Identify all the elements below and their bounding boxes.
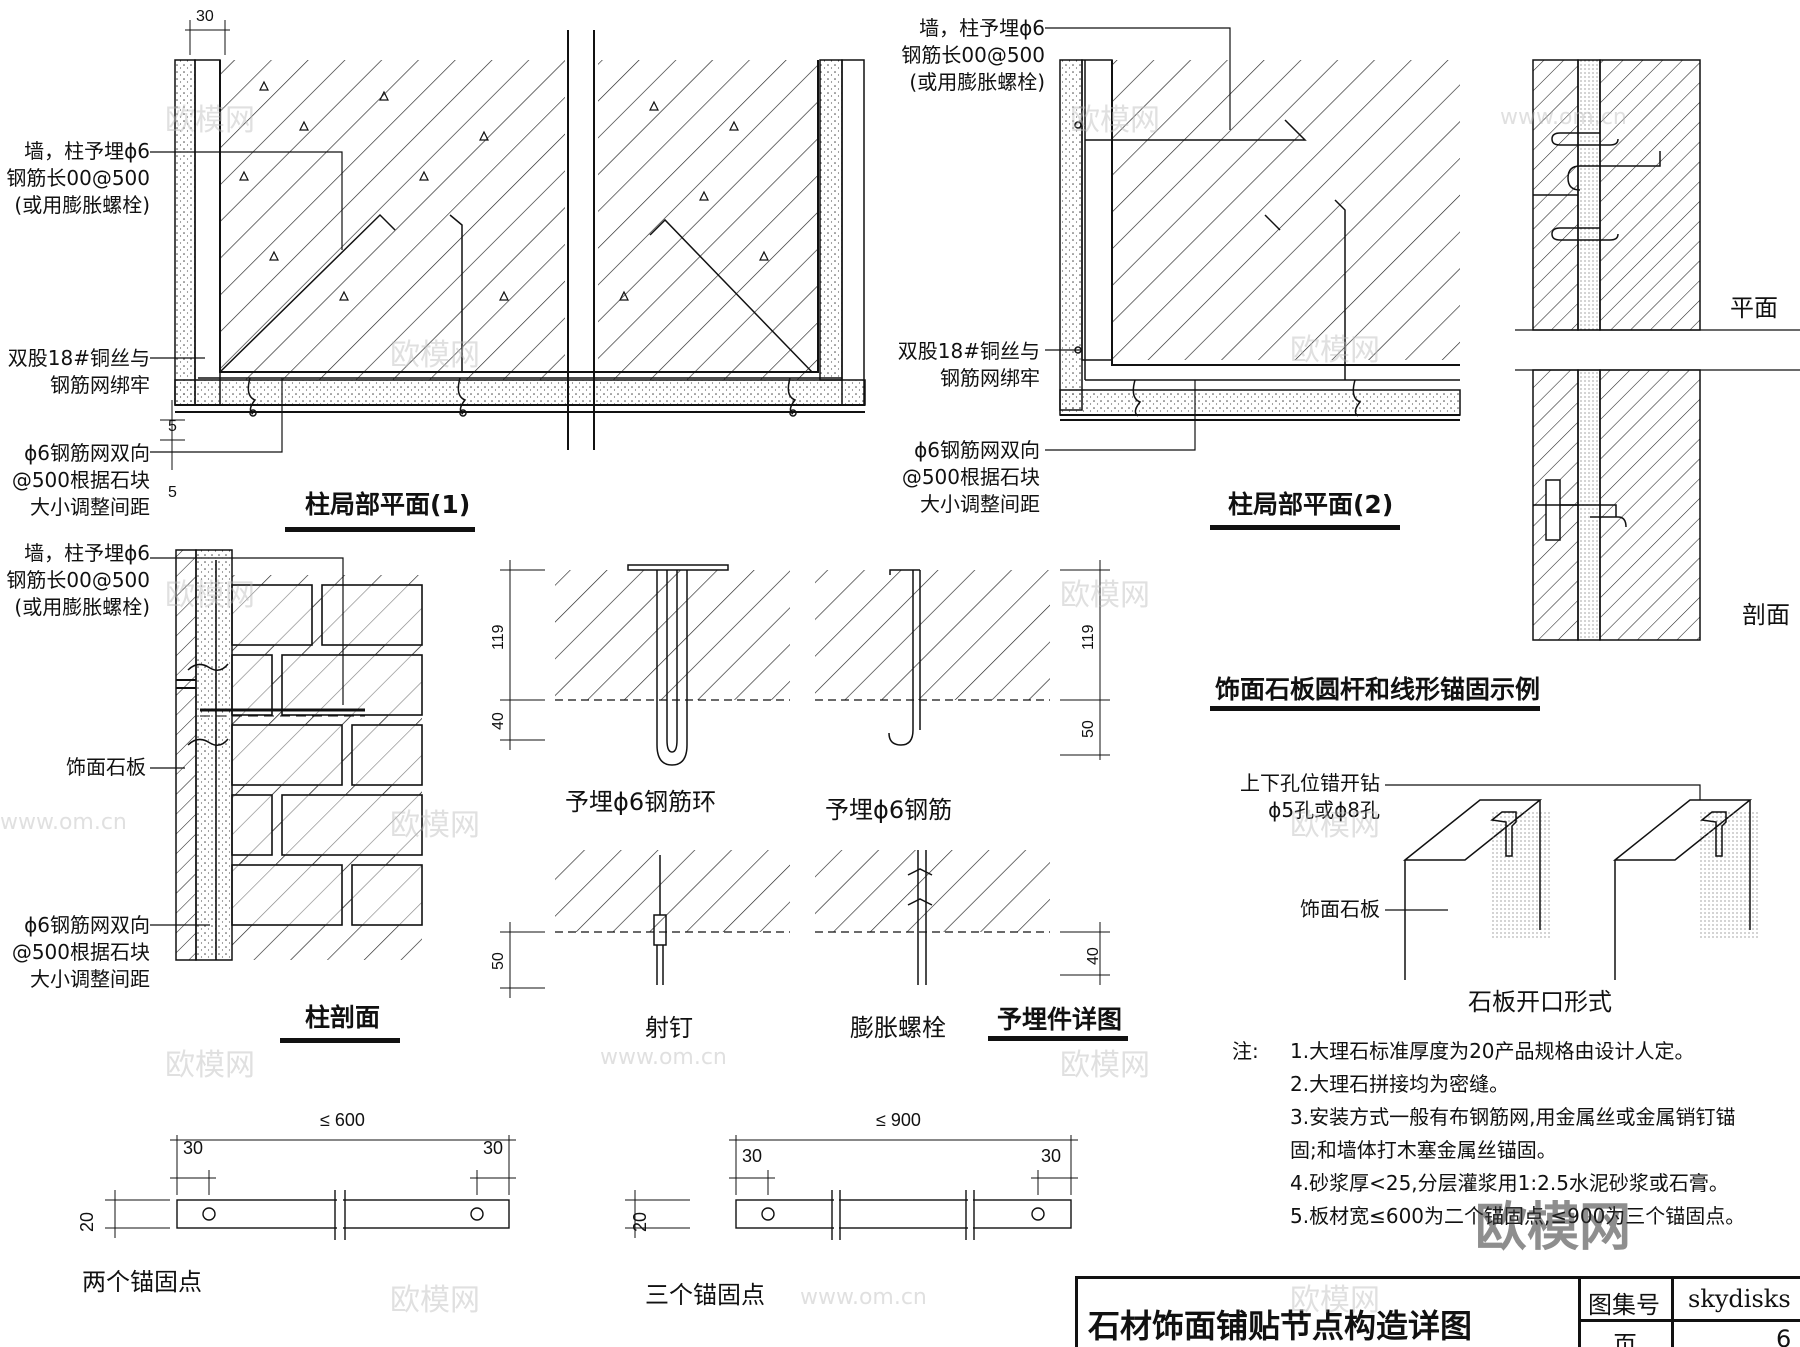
section-view [150, 549, 423, 961]
three-points-dim-thick: 20 [630, 1211, 650, 1232]
note-item: 1.大理石标准厚度为20产品规格由设计人定。 [1290, 1039, 1695, 1063]
plan1-title-underline [285, 527, 475, 532]
three-points-dim-total: ≤ 900 [876, 1110, 921, 1130]
embed-dim-bolt: 40 [1085, 947, 1102, 965]
two-points-dim-total: ≤ 600 [320, 1110, 365, 1130]
anchor-section-label: 剖面 [1742, 601, 1790, 629]
title-block: 石材饰面铺贴节点构造详图 图集号 skydisks 页 6 [1075, 1276, 1800, 1347]
atlas-number-label: 图集号 [1588, 1291, 1660, 1319]
note-item: 4.砂浆厚<25,分层灌浆用1:2.5水泥砂浆或石膏。 [1290, 1171, 1729, 1195]
plan1-view [150, 20, 866, 470]
embed-dim-bar-top: 119 [1080, 624, 1097, 650]
page-value: 6 [1776, 1325, 1792, 1347]
three-points-dim-right: 30 [1041, 1146, 1062, 1166]
embed-bar-caption: 予埋ϕ6钢筋 [825, 796, 953, 824]
notes-list: 1.大理石标准厚度为20产品规格由设计人定。 2.大理石拼接均为密缝。 3.安装… [1290, 1035, 1745, 1233]
opening-view [1385, 784, 1760, 980]
embeds-title: 予埋件详图 [997, 1005, 1123, 1034]
plan2-label-wire: 双股18#铜丝与钢筋网绑牢 [897, 339, 1040, 390]
plan2-title-underline [1210, 525, 1400, 530]
anchor-plan-label: 平面 [1730, 294, 1778, 322]
anchor-example-underline [1210, 706, 1540, 711]
embed-nail-caption: 射钉 [645, 1014, 693, 1042]
section-label-mesh: ϕ6钢筋网双向@500根据石块大小调整间距 [11, 913, 150, 991]
note-item: 固;和墙体打木塞金属丝锚固。 [1290, 1138, 1557, 1162]
section-label-stone: 饰面石板 [66, 755, 146, 779]
note-item: 3.安装方式一般有布钢筋网,用金属丝或金属销钉锚 [1290, 1105, 1736, 1129]
two-points-dim-left: 30 [183, 1138, 204, 1158]
embed-dim-ring-bot: 40 [490, 712, 507, 730]
page-label: 页 [1613, 1331, 1637, 1347]
two-points-view [105, 1135, 516, 1240]
notes-prefix: 注: [1232, 1039, 1259, 1063]
plan1-dim-left-2: 5 [168, 484, 177, 501]
embed-dim-bar-bot: 50 [1080, 720, 1097, 738]
plan1-label-mesh: ϕ6钢筋网双向@500根据石块大小调整间距 [11, 441, 150, 519]
two-points-caption: 两个锚固点 [82, 1268, 202, 1296]
title-block-divider [1578, 1279, 1581, 1347]
three-points-view [625, 1135, 1078, 1240]
opening-caption: 石板开口形式 [1468, 988, 1612, 1016]
drawing-title: 石材饰面铺贴节点构造详图 [1088, 1307, 1473, 1345]
opening-label-stone: 饰面石板 [1300, 897, 1380, 921]
note-item: 2.大理石拼接均为密缝。 [1290, 1072, 1510, 1096]
plan1-title: 柱局部平面(1) [305, 490, 471, 519]
title-block-divider [1671, 1279, 1674, 1347]
embed-bolt-caption: 膨胀螺栓 [850, 1014, 946, 1042]
anchor-example-title: 饰面石板圆杆和线形锚固示例 [1215, 675, 1541, 704]
section-title: 柱剖面 [305, 1003, 381, 1032]
two-points-dim-thick: 20 [77, 1211, 97, 1232]
plan2-view [1045, 27, 1461, 451]
embed-ring-caption: 予埋ϕ6钢筋环 [565, 788, 717, 816]
embeds-view [500, 560, 1110, 998]
plan1-label-wire: 双股18#铜丝与钢筋网绑牢 [7, 346, 150, 397]
two-points-dim-right: 30 [483, 1138, 504, 1158]
plan1-dim-left-1: 5 [168, 418, 177, 435]
atlas-number-value: skydisks [1688, 1285, 1791, 1313]
plan2-label-mesh: ϕ6钢筋网双向@500根据石块大小调整间距 [901, 438, 1040, 516]
section-title-underline [280, 1038, 400, 1043]
anchor-example-view [1515, 59, 1800, 641]
plan2-title: 柱局部平面(2) [1228, 490, 1394, 519]
title-block-divider [1578, 1319, 1800, 1322]
embed-dim-nail: 50 [490, 952, 507, 970]
embeds-title-underline [988, 1036, 1128, 1041]
three-points-caption: 三个锚固点 [645, 1281, 765, 1309]
note-item: 5.板材宽≤600为二个锚固点,≤900为三个锚固点。 [1290, 1204, 1746, 1228]
plan1-dim-top: 30 [196, 8, 214, 25]
embed-dim-ring-top: 119 [490, 624, 507, 650]
three-points-dim-left: 30 [742, 1146, 763, 1166]
